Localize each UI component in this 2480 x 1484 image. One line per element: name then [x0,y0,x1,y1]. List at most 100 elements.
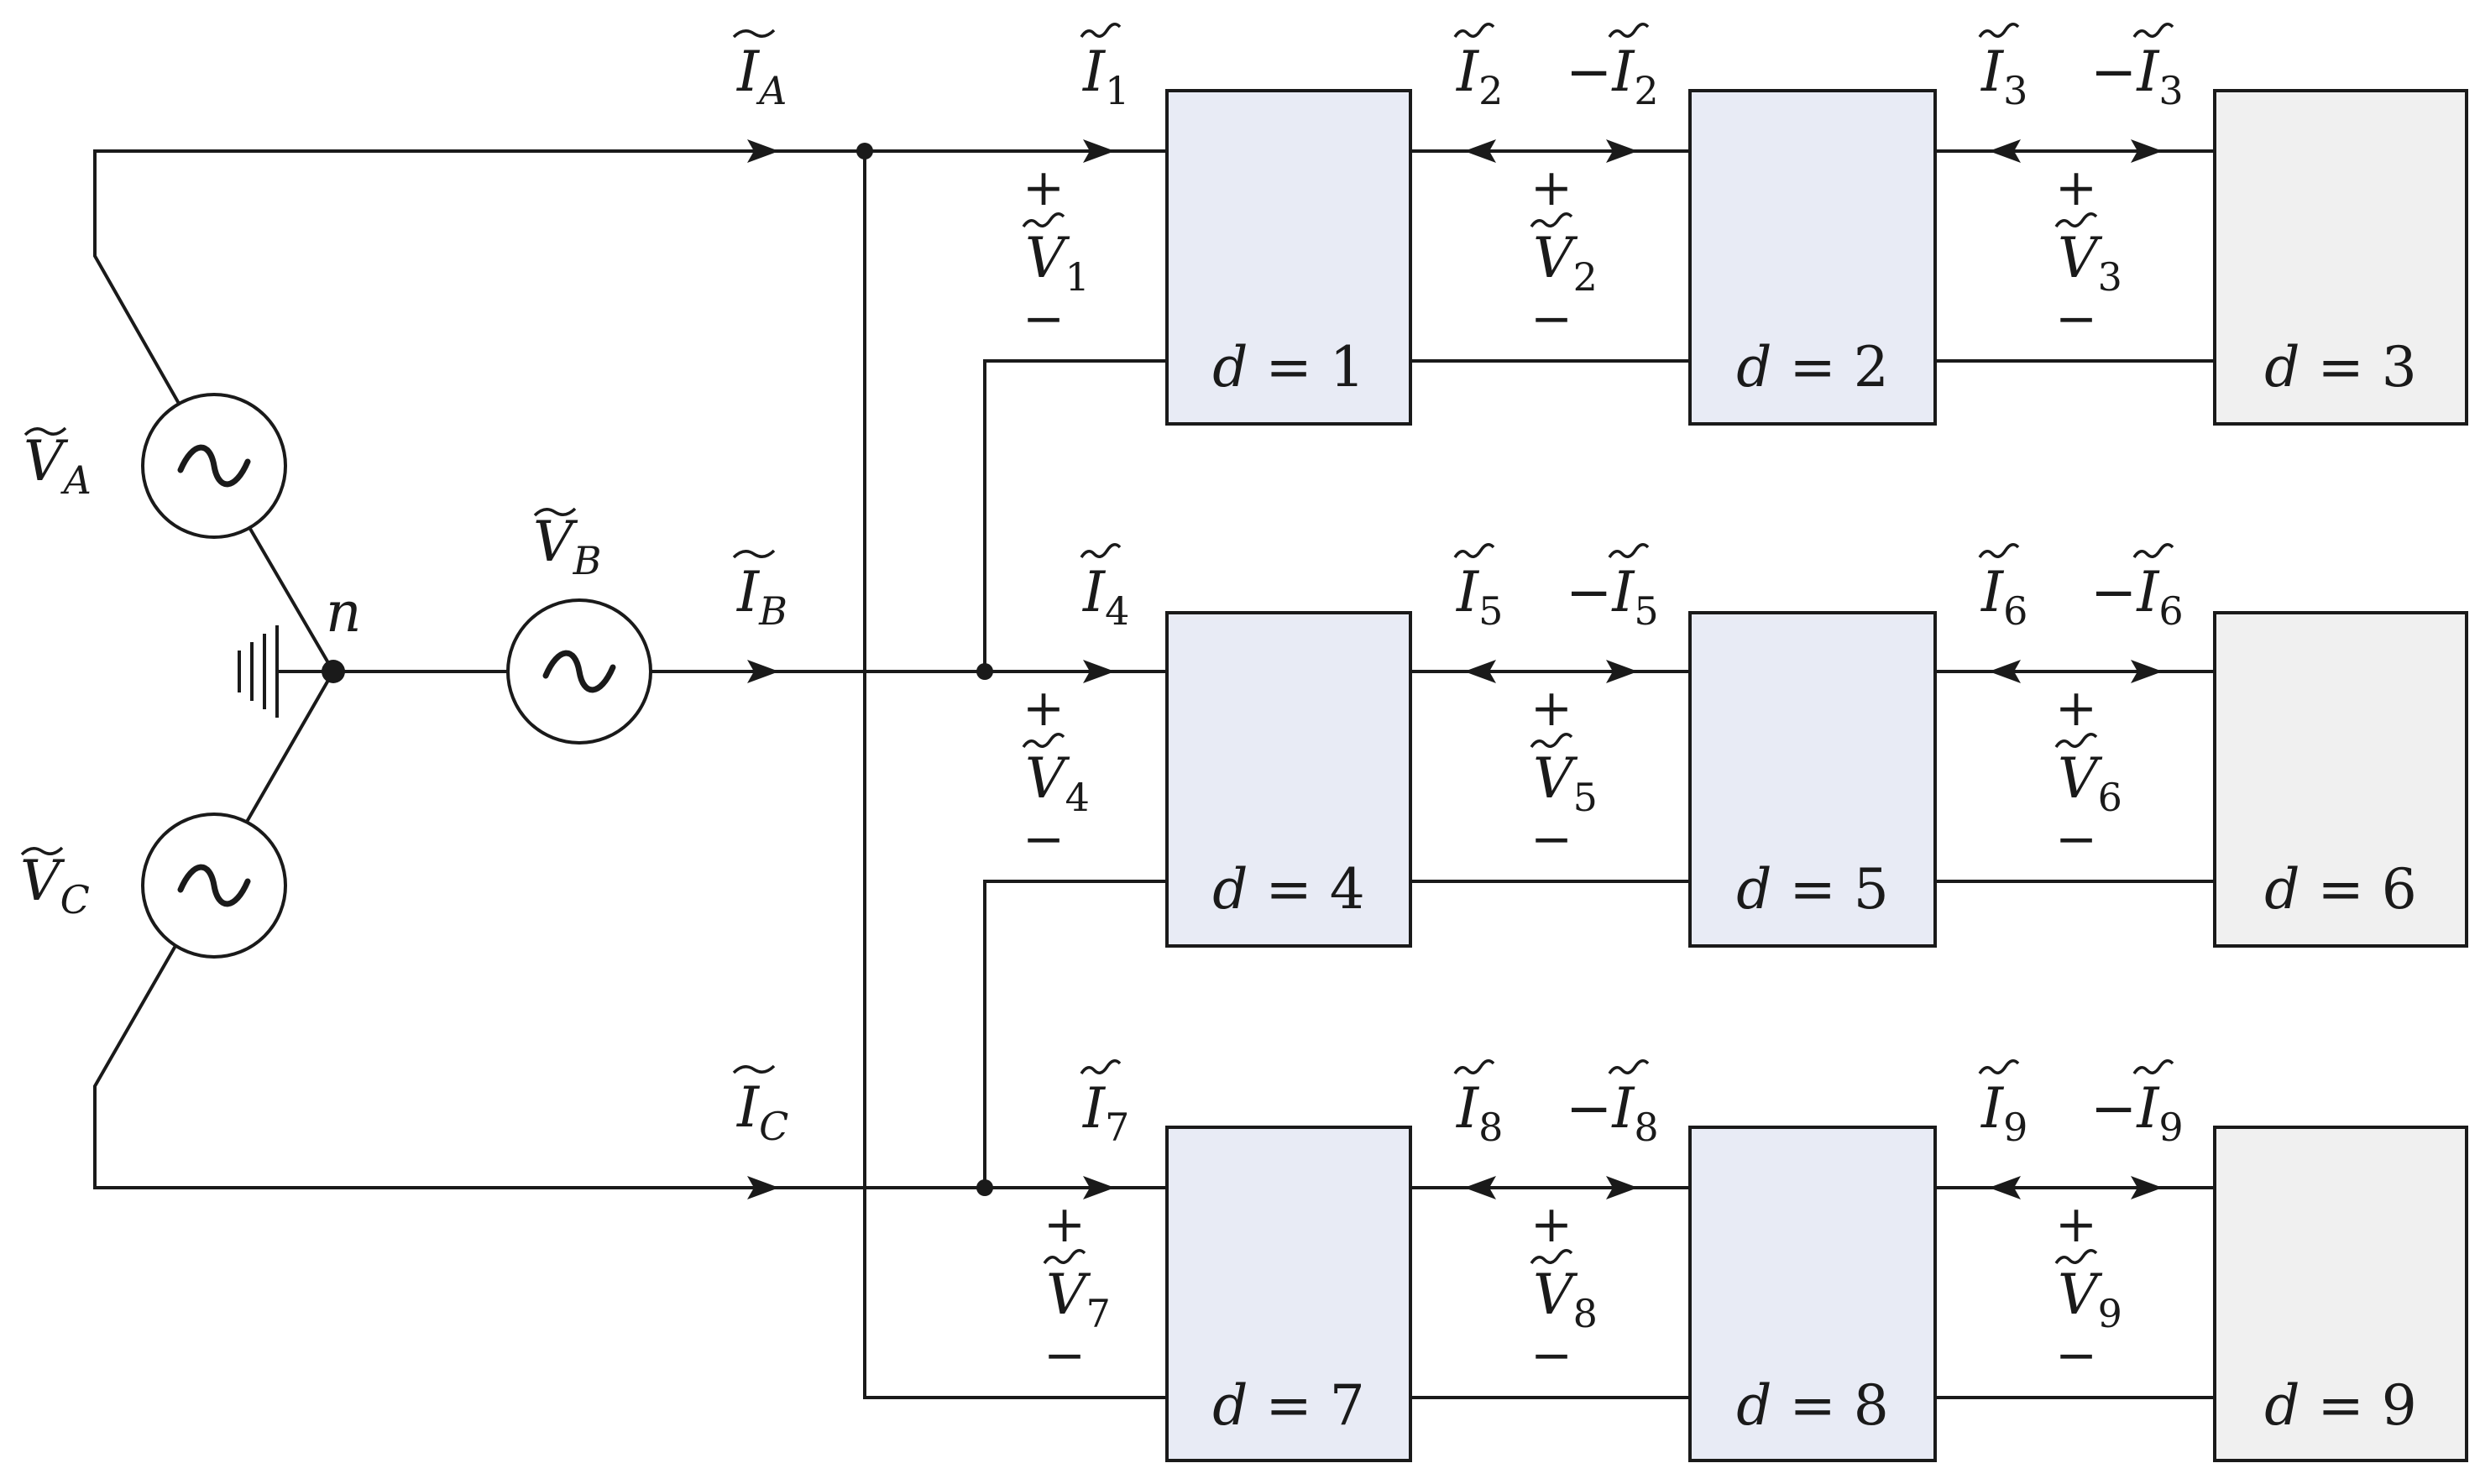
wire-c-bus [983,880,1167,1188]
svg-text:−I3: −I3 [2090,39,2184,113]
svg-text:−I2: −I2 [1566,39,1659,113]
block-label-2: d = 2 [1736,335,1889,400]
port-minus-3: − [2055,290,2097,348]
port-current-arrow-7 [1083,1176,1115,1199]
block-1 [1165,89,1412,426]
port-current-label-2: I2 [1453,23,1503,113]
svg-text:IA: IA [736,39,787,113]
block-label-3: d = 3 [2264,335,2417,400]
svg-text:V5: V5 [1533,746,1598,820]
port-voltage-label-8: +V8− [1530,1195,1598,1385]
port-current-arrow-left-8 [1464,1176,1496,1199]
source-a [141,393,287,539]
port-plus-1: + [1023,159,1065,217]
port-minus-5: − [1530,810,1572,869]
port-current-label-5: I5 [1453,543,1503,634]
port-neg-current-label-2: −I2 [1566,23,1659,113]
wire-b-bus [983,359,1167,671]
svg-text:−I8: −I8 [1566,1076,1659,1150]
block-label-4: d = 4 [1212,857,1365,922]
port-neg-current-label-5: −I5 [1566,543,1659,634]
port-voltage-label-4: +V4− [1022,679,1090,869]
port-current-label-4: I4 [1080,543,1129,634]
block-4 [1165,611,1412,948]
line-current-labels: IA IB IC [732,29,788,1149]
block-8 [1688,1126,1937,1462]
svg-text:I3: I3 [1980,39,2027,113]
port-current-arrow-right-5 [1606,660,1638,683]
svg-text:V6: V6 [2058,746,2122,820]
source-label-b: VB [533,507,601,583]
block-3 [2213,89,2468,426]
port-plus-4: + [1023,679,1065,738]
block-7 [1165,1126,1412,1462]
svg-text:VA: VA [24,429,92,503]
port-plus-6: + [2055,679,2097,738]
port-current-arrow-left-5 [1464,660,1496,683]
port-current-label-1: I1 [1080,23,1129,113]
port-labels: I1+V1−I2−I2+V2−I3−I3+V3−I4+V4−I5−I5+V5−I… [1022,23,2184,1385]
port-neg-current-label-8: −I8 [1566,1059,1659,1150]
port-voltage-label-2: +V2− [1530,159,1598,348]
svg-text:I5: I5 [1456,560,1503,634]
block-label-1: d = 1 [1212,335,1365,400]
svg-text:IC: IC [736,1075,788,1149]
block-label-6: d = 6 [2264,857,2417,922]
svg-text:I6: I6 [1980,560,2027,634]
port-voltage-label-6: + V6− [2054,679,2122,869]
line-current-label-c: IC [732,1064,788,1149]
svg-text:VB: VB [533,509,601,583]
line-current-label-a: IA [732,29,787,113]
svg-text:I1: I1 [1082,39,1129,113]
block-label-8: d = 8 [1736,1373,1889,1438]
port-current-label-8: I8 [1453,1059,1503,1150]
blocks [1165,89,2468,1462]
port-current-label-6: I6 [1978,543,2027,634]
port-current-arrow-left-6 [1989,660,2021,683]
port-current-label-9: I9 [1978,1059,2027,1150]
port-minus-7: − [1044,1326,1086,1385]
port-voltage-label-1: + V1− [1022,159,1090,348]
port-current-arrow-right-6 [2131,660,2163,683]
junction-dot-b [976,663,993,680]
junction-dot-a [856,143,873,159]
port-current-arrow-4 [1083,660,1115,683]
port-neg-current-label-6: −I6 [2090,543,2184,634]
source-b [506,598,652,745]
ground-icon [238,625,279,718]
block-5 [1688,611,1937,948]
svg-text:V4: V4 [1025,746,1090,820]
svg-text:−I6: −I6 [2090,560,2184,634]
block-label-9: d = 9 [2264,1373,2417,1438]
current-arrows [747,139,2163,1199]
junction-dot-c [976,1179,993,1196]
source-c [141,813,287,959]
port-voltage-label-3: + V3− [2054,159,2122,348]
block-6 [2213,611,2468,948]
svg-text:V1: V1 [1025,226,1090,300]
port-minus-6: − [2055,810,2097,869]
port-current-arrow-right-3 [2131,139,2163,163]
block-label-7: d = 7 [1212,1373,1365,1438]
port-plus-9: + [2055,1195,2097,1254]
port-plus-3: + [2055,159,2097,217]
port-minus-1: − [1023,290,1065,348]
port-voltage-label-5: +V5− [1530,679,1598,869]
svg-text:I8: I8 [1456,1076,1503,1150]
line-current-label-b: IB [732,549,787,634]
port-current-arrow-right-9 [2131,1176,2163,1199]
svg-text:V3: V3 [2058,226,2122,300]
block-labels: d = 1 d = 2 d = 3 d = 4 d = 5 d = 6 d = … [1212,335,2417,1438]
port-minus-2: − [1530,290,1572,348]
wire-phase-a-source [93,149,1167,673]
port-plus-8: + [1530,1195,1572,1254]
junctions [322,143,993,1196]
port-plus-7: + [1044,1195,1086,1254]
svg-text:−I9: −I9 [2090,1076,2184,1150]
port-current-label-3: I3 [1978,23,2027,113]
block-2 [1688,89,1937,426]
wire-phase-c-source [93,671,1167,1189]
port-current-arrow-right-2 [1606,139,1638,163]
svg-text:IB: IB [736,560,787,634]
